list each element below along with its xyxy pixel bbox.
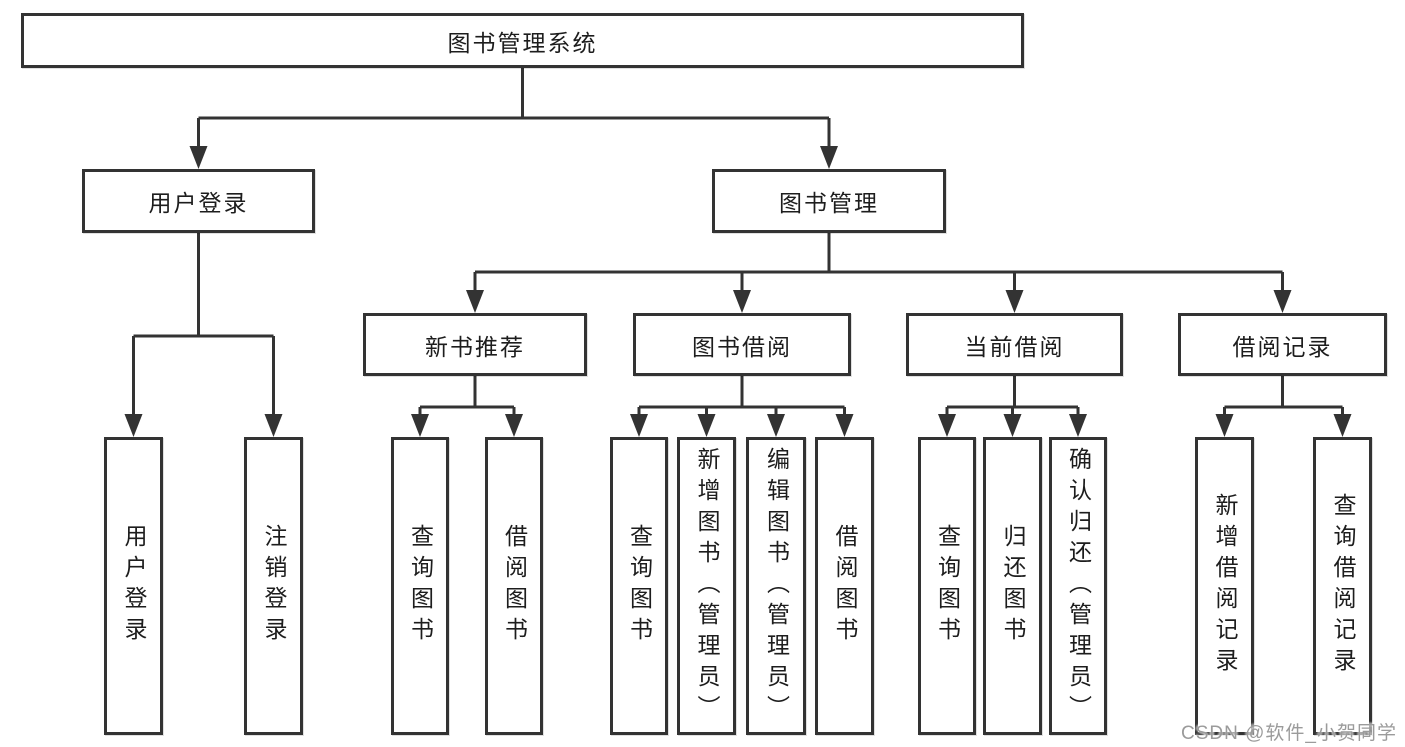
- leaf-query-books: 查询图书: [918, 437, 976, 735]
- connector-user-login-to-leaves: [124, 233, 283, 437]
- node-book-borrow: 图书借阅: [633, 313, 851, 376]
- arrowhead: [124, 414, 143, 437]
- leaf-user-login: 用户登录: [104, 437, 163, 735]
- arrowhead: [733, 290, 751, 313]
- arrowhead: [1069, 414, 1087, 437]
- leaf-query-books: 查询图书: [610, 437, 668, 735]
- arrowhead: [767, 414, 785, 437]
- leaf-query-borrow-record: 查询借阅记录: [1313, 437, 1372, 735]
- connector-book-borrow-to-leaves: [630, 376, 854, 437]
- arrowhead: [1273, 290, 1292, 313]
- arrowhead: [411, 414, 429, 437]
- arrowhead: [1003, 414, 1022, 437]
- leaf-add-book-admin: 新增图书（管理员）: [677, 437, 736, 735]
- leaf-logout: 注销登录: [244, 437, 303, 735]
- csdn-watermark: CSDN @软件_小贺同学: [1181, 723, 1397, 744]
- leaf-return-book: 归还图书: [983, 437, 1042, 735]
- arrowhead: [697, 414, 716, 437]
- leaf-confirm-return-admin: 确认归还（管理员）: [1049, 437, 1107, 735]
- leaf-add-borrow-record: 新增借阅记录: [1195, 437, 1254, 735]
- node-root: 图书管理系统: [21, 13, 1024, 68]
- arrowhead: [820, 146, 838, 169]
- node-book-mgmt: 图书管理: [712, 169, 946, 233]
- arrowhead: [189, 146, 208, 169]
- node-current-borrow: 当前借阅: [906, 313, 1123, 376]
- arrowhead: [505, 414, 523, 437]
- arrowhead: [1333, 414, 1352, 437]
- leaf-query-books: 查询图书: [391, 437, 449, 735]
- leaf-edit-book-admin: 编辑图书（管理员）: [746, 437, 806, 735]
- node-borrow-record: 借阅记录: [1178, 313, 1387, 376]
- node-new-book-rec: 新书推荐: [363, 313, 587, 376]
- connector-root-to-level2: [189, 68, 838, 169]
- connector-current-borrow-to-leaves: [938, 376, 1087, 437]
- arrowhead: [1005, 290, 1024, 313]
- arrowhead: [264, 414, 283, 437]
- connector-borrow-record-to-leaves: [1215, 376, 1352, 437]
- arrowhead: [835, 414, 854, 437]
- arrowhead: [466, 290, 484, 313]
- leaf-borrow-books: 借阅图书: [815, 437, 874, 735]
- arrowhead: [938, 414, 956, 437]
- arrowhead: [630, 414, 648, 437]
- connector-book-mgmt-to-level3: [466, 233, 1292, 313]
- node-user-login: 用户登录: [82, 169, 315, 233]
- arrowhead: [1215, 414, 1234, 437]
- leaf-borrow-books: 借阅图书: [485, 437, 543, 735]
- connector-new-book-rec-to-leaves: [411, 376, 523, 437]
